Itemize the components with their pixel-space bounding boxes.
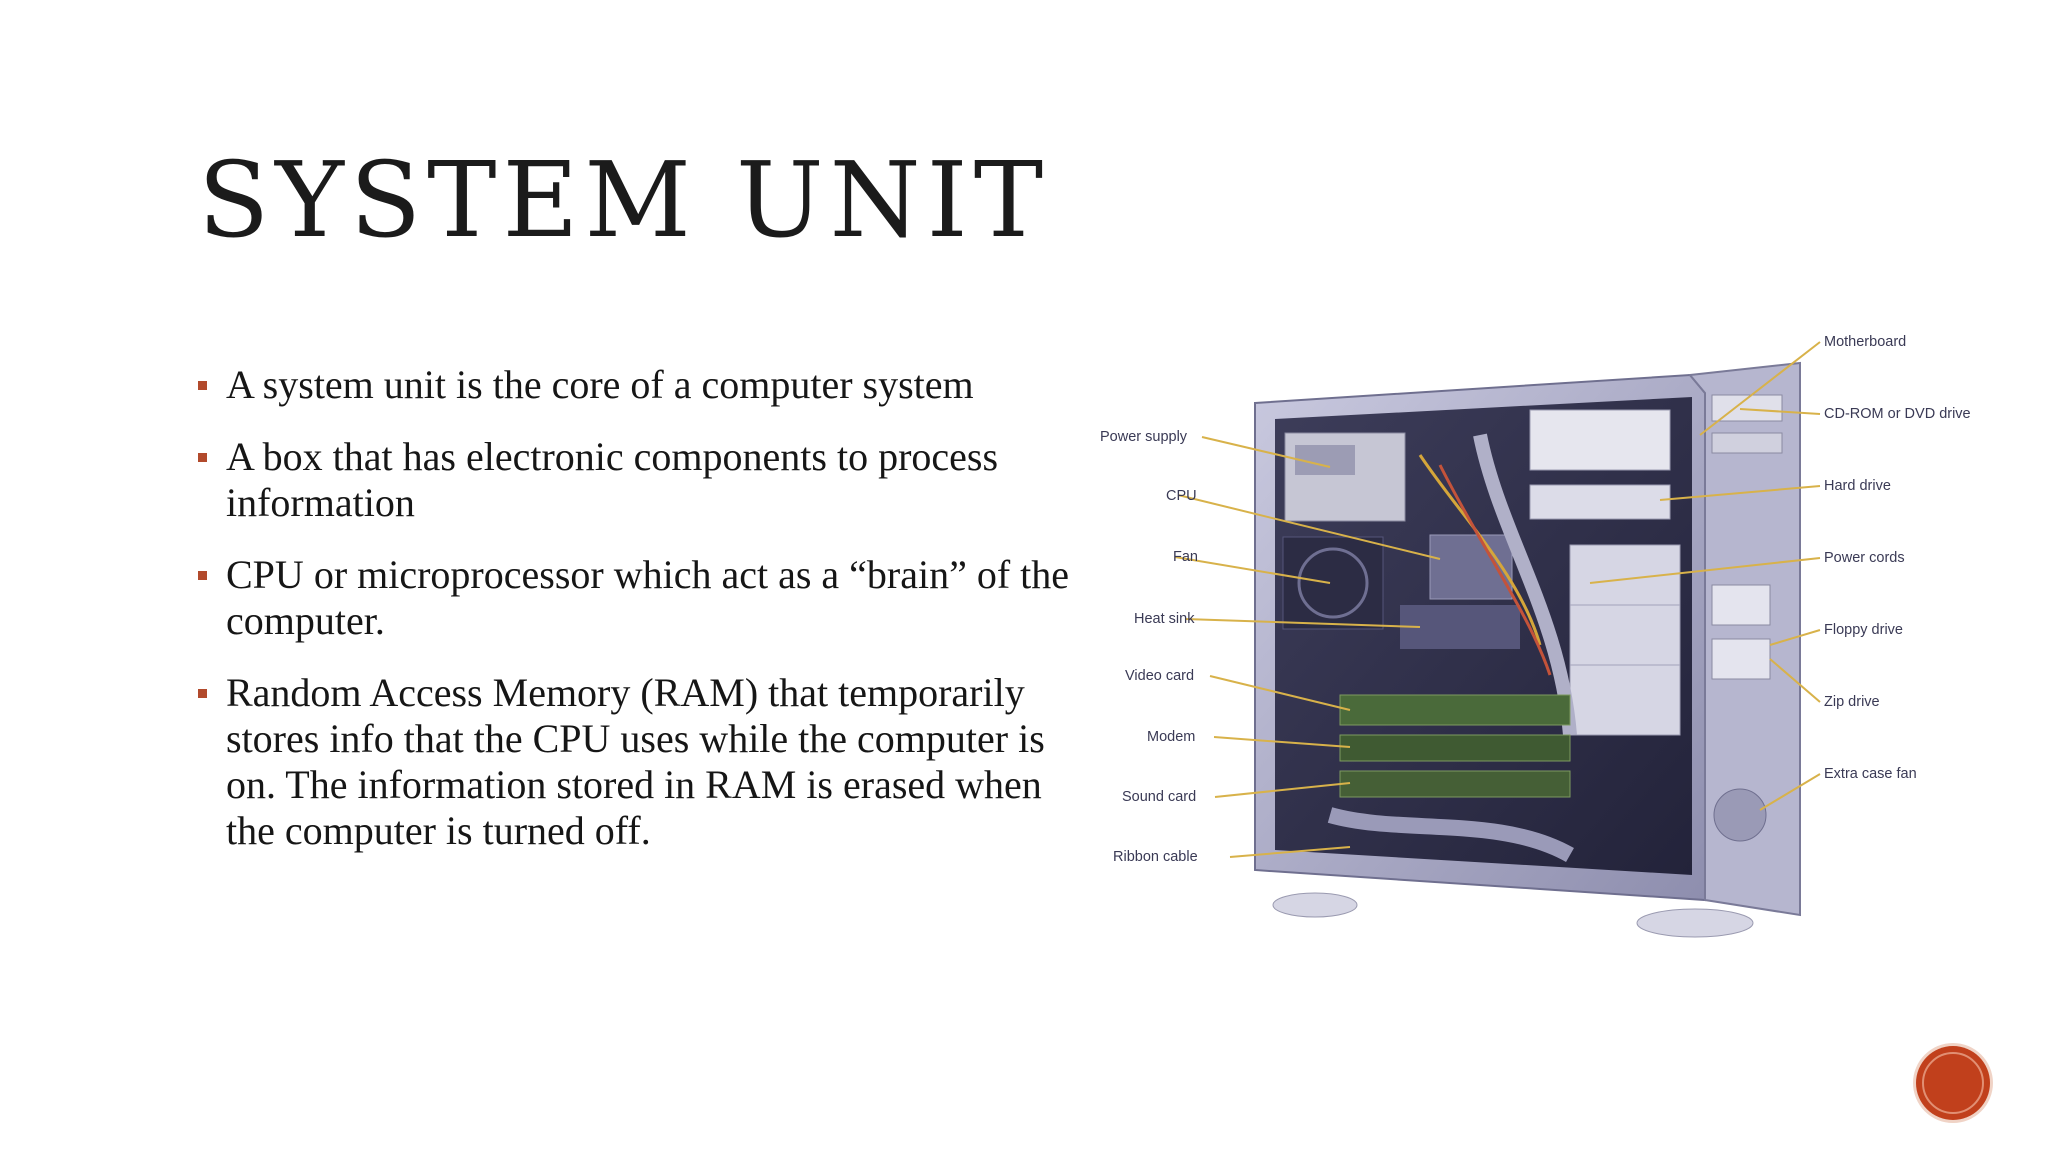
slide-nav-circle-icon[interactable] (1916, 1046, 1990, 1120)
bullet-item: A box that has electronic components to … (196, 434, 1096, 526)
label-zip-drive: Zip drive (1824, 694, 1880, 710)
label-heat-sink: Heat sink (1134, 611, 1195, 627)
bullet-text: A system unit is the core of a computer … (226, 362, 974, 407)
label-cd-rom-dvd-drive: CD-ROM or DVD drive (1824, 406, 1971, 422)
bullet-text: CPU or microprocessor which act as a “br… (226, 552, 1070, 643)
left-labels: Power supply CPU Fan Heat sink Video car… (1100, 429, 1198, 865)
square-bullet-icon (198, 571, 207, 580)
bullet-item: Random Access Memory (RAM) that temporar… (196, 670, 1096, 854)
square-bullet-icon (198, 453, 207, 462)
square-bullet-icon (198, 689, 207, 698)
label-fan: Fan (1173, 549, 1198, 565)
label-power-cords: Power cords (1824, 550, 1905, 566)
bullet-text: Random Access Memory (RAM) that temporar… (226, 670, 1045, 853)
label-cpu: CPU (1166, 488, 1197, 504)
bullet-text: A box that has electronic components to … (226, 434, 999, 525)
square-bullet-icon (198, 381, 207, 390)
label-video-card: Video card (1125, 668, 1194, 684)
label-ribbon-cable: Ribbon cable (1113, 849, 1198, 865)
label-power-supply: Power supply (1100, 429, 1188, 445)
bullet-item: A system unit is the core of a computer … (196, 362, 1096, 408)
bullet-item: CPU or microprocessor which act as a “br… (196, 552, 1096, 644)
label-motherboard: Motherboard (1824, 334, 1906, 350)
label-modem: Modem (1147, 729, 1195, 745)
system-unit-diagram: Power supply CPU Fan Heat sink Video car… (1100, 334, 1971, 938)
label-hard-drive: Hard drive (1824, 478, 1891, 494)
label-floppy-drive: Floppy drive (1824, 622, 1903, 638)
label-extra-case-fan: Extra case fan (1824, 766, 1917, 782)
right-labels: Motherboard CD-ROM or DVD drive Hard dri… (1824, 334, 1971, 782)
system-unit-figure: Power supply CPU Fan Heat sink Video car… (1100, 315, 2000, 945)
bullet-list: A system unit is the core of a computer … (196, 362, 1096, 880)
leader-lines (1174, 341, 1821, 858)
slide-title: SYSTEM UNIT (198, 139, 1050, 261)
label-sound-card: Sound card (1122, 789, 1196, 805)
computer-case (1254, 361, 1801, 938)
